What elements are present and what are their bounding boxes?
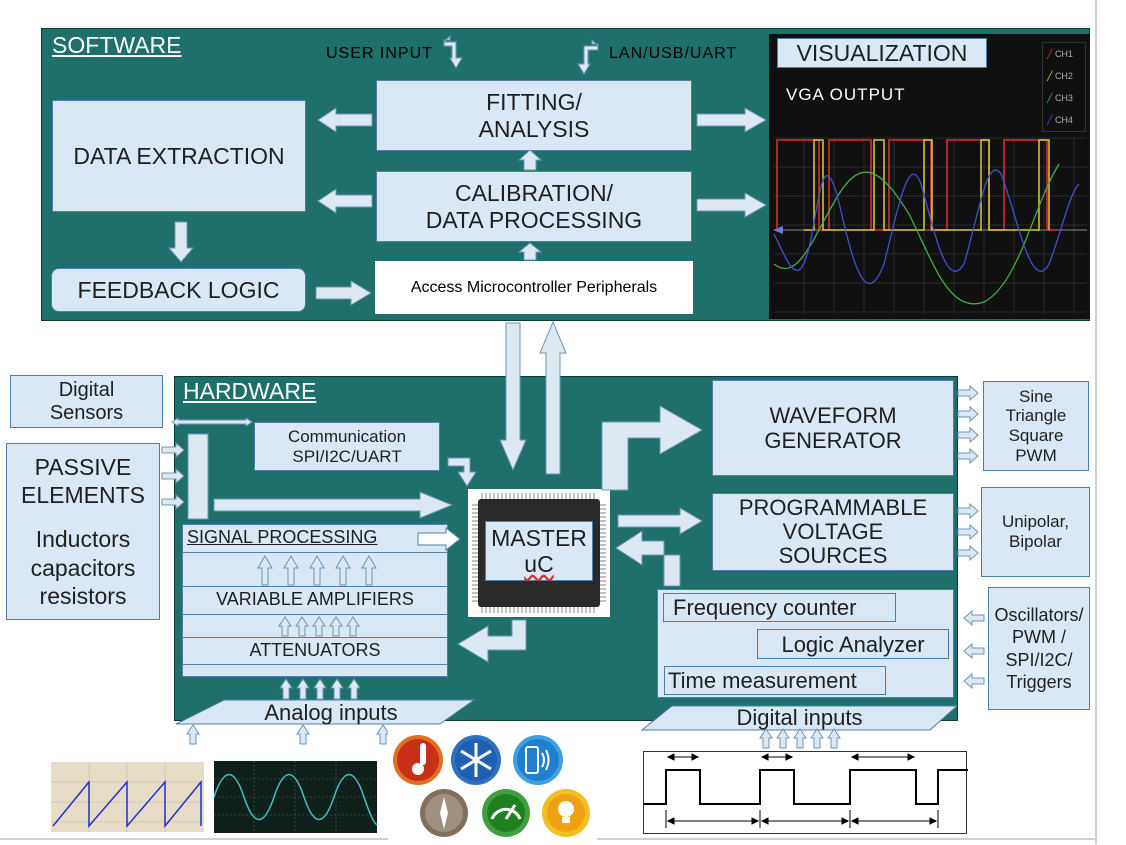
stack-divider-3 — [182, 614, 448, 615]
page-right-border — [1095, 0, 1097, 844]
visualization-label: VISUALIZATION — [796, 39, 968, 66]
waveform-line2: GENERATOR — [764, 428, 902, 453]
compass-icon — [420, 789, 468, 837]
waveform-output-sine: Sine — [1018, 386, 1054, 406]
signal-chain-stack — [182, 524, 448, 677]
prog-output-line2: Bipolar — [1009, 532, 1062, 551]
fitting-analysis-box: FITTING/ ANALYSIS — [376, 80, 692, 151]
side-input-line4: Triggers — [1006, 672, 1072, 692]
master-line1: MASTER — [491, 524, 587, 551]
master-uc-chip: MASTER uC — [468, 489, 610, 617]
gauge-icon — [482, 789, 530, 837]
fitting-line1: FITTING/ — [486, 89, 582, 116]
measurement-box — [657, 589, 954, 698]
scope-sine-image — [213, 761, 378, 833]
waveform-output-triangle: Triangle — [1005, 406, 1067, 426]
digital-sensors-box: Digital Sensors — [10, 375, 163, 428]
side-input-line2: PWM / — [1012, 627, 1066, 647]
waveform-line1: WAVEFORM — [769, 402, 897, 428]
comm-line1: Communication — [287, 426, 407, 446]
attenuators-label: ATTENUATORS — [249, 640, 381, 660]
oscilloscope-plot — [773, 137, 1087, 314]
stack-divider-1 — [182, 552, 448, 553]
passive-elements-box: PASSIVE ELEMENTS Inductors capacitors re… — [6, 443, 160, 620]
voltage-outputs-box: Unipolar, Bipolar — [981, 487, 1090, 577]
channel-legend: ╱ CH1 ╱ CH2 ╱ CH3 ╱ CH4 — [1042, 42, 1086, 132]
comm-line2: SPI/I2C/UART — [292, 446, 402, 466]
time-measurement-box: Time measurement — [664, 666, 886, 695]
fitting-line2: ANALYSIS — [478, 115, 590, 142]
analog-inputs-label: Analog inputs — [264, 700, 398, 725]
digital-sensors-line2: Sensors — [49, 401, 124, 424]
master-line2: uC — [524, 551, 554, 577]
thermometer-icon — [393, 735, 443, 785]
side-input-line1: Oscillators/ — [994, 604, 1084, 625]
data-extraction-label: DATA EXTRACTION — [73, 142, 285, 169]
passive-item3: resistors — [39, 582, 127, 609]
prog-line3: SOURCES — [778, 543, 888, 569]
digital-inputs-label: Digital inputs — [736, 705, 863, 730]
feedback-logic-label: FEEDBACK LOGIC — [77, 276, 280, 303]
passive-line2: ELEMENTS — [21, 482, 145, 509]
legend-ch4: CH4 — [1054, 115, 1073, 125]
timing-diagram-icon — [644, 753, 968, 828]
data-extraction-box: DATA EXTRACTION — [52, 100, 306, 212]
signal-processing-label: SIGNAL PROCESSING — [187, 527, 378, 547]
passive-item2: capacitors — [30, 554, 136, 581]
programmable-voltage-box: PROGRAMMABLE VOLTAGE SOURCES — [712, 493, 954, 571]
calibration-line2: DATA PROCESSING — [425, 206, 643, 233]
snowflake-icon — [451, 735, 501, 785]
access-peripherals-label: Access Microcontroller Peripherals — [410, 278, 658, 296]
software-title: SOFTWARE — [52, 32, 182, 58]
master-uc-label: MASTER uC — [485, 521, 593, 581]
logic-analyzer-box: Logic Analyzer — [757, 629, 949, 659]
waveform-output-pwm: PWM — [1015, 445, 1057, 465]
sawtooth-waveform-image — [51, 762, 204, 832]
prog-output-line1: Unipolar, — [1001, 512, 1070, 532]
prog-line1: PROGRAMMABLE — [738, 494, 928, 520]
calibration-line1: CALIBRATION/ — [454, 180, 614, 207]
frequency-counter-label: Frequency counter — [673, 595, 857, 620]
wireless-icon — [513, 735, 563, 785]
digital-sensors-line1: Digital — [58, 378, 115, 401]
visualization-screen: VISUALIZATION VGA OUTPUT ╱ CH1 ╱ CH2 ╱ C… — [769, 34, 1090, 319]
sensor-icons-panel — [388, 731, 597, 840]
passive-item1: Inductors — [35, 526, 131, 553]
waveform-outputs-box: Sine Triangle Square PWM — [983, 381, 1089, 471]
ch4-trace — [773, 169, 1080, 285]
feedback-logic-box: FEEDBACK LOGIC — [51, 268, 306, 312]
digital-timing-image — [643, 751, 968, 834]
ch2-trace — [804, 139, 1050, 231]
visualization-title-box: VISUALIZATION — [777, 38, 987, 68]
access-peripherals-box: Access Microcontroller Peripherals — [375, 261, 693, 314]
stack-divider-4 — [182, 637, 448, 638]
vga-output-label: VGA OUTPUT — [786, 85, 906, 104]
prog-line2: VOLTAGE — [782, 518, 884, 544]
stack-divider-2 — [182, 586, 448, 587]
calibration-box: CALIBRATION/ DATA PROCESSING — [376, 171, 692, 242]
lan-usb-uart-label: LAN/USB/UART — [609, 45, 738, 62]
lightbulb-icon — [542, 789, 590, 837]
waveform-generator-box: WAVEFORM GENERATOR — [712, 380, 954, 476]
time-measurement-label: Time measurement — [668, 668, 857, 693]
legend-ch3: CH3 — [1054, 93, 1073, 103]
frequency-counter-box: Frequency counter — [663, 593, 896, 622]
legend-ch1: CH1 — [1054, 49, 1073, 59]
logic-analyzer-label: Logic Analyzer — [781, 632, 925, 657]
ch3-trace — [773, 163, 1060, 305]
side-input-line3: SPI/I2C/ — [1005, 649, 1073, 670]
legend-ch2: CH2 — [1054, 71, 1073, 81]
communication-box: Communication SPI/I2C/UART — [254, 422, 440, 471]
user-input-label: USER INPUT — [326, 45, 433, 62]
passive-line1: PASSIVE — [34, 454, 132, 481]
variable-amplifiers-label: VARIABLE AMPLIFIERS — [216, 589, 414, 609]
stack-divider-5 — [182, 664, 448, 665]
hardware-title: HARDWARE — [183, 378, 317, 404]
sawtooth-icon — [51, 762, 204, 832]
sine-scope-icon — [213, 761, 378, 833]
digital-side-inputs-box: Oscillators/ PWM / SPI/I2C/ Triggers — [988, 587, 1090, 710]
waveform-output-square: Square — [1008, 426, 1064, 445]
